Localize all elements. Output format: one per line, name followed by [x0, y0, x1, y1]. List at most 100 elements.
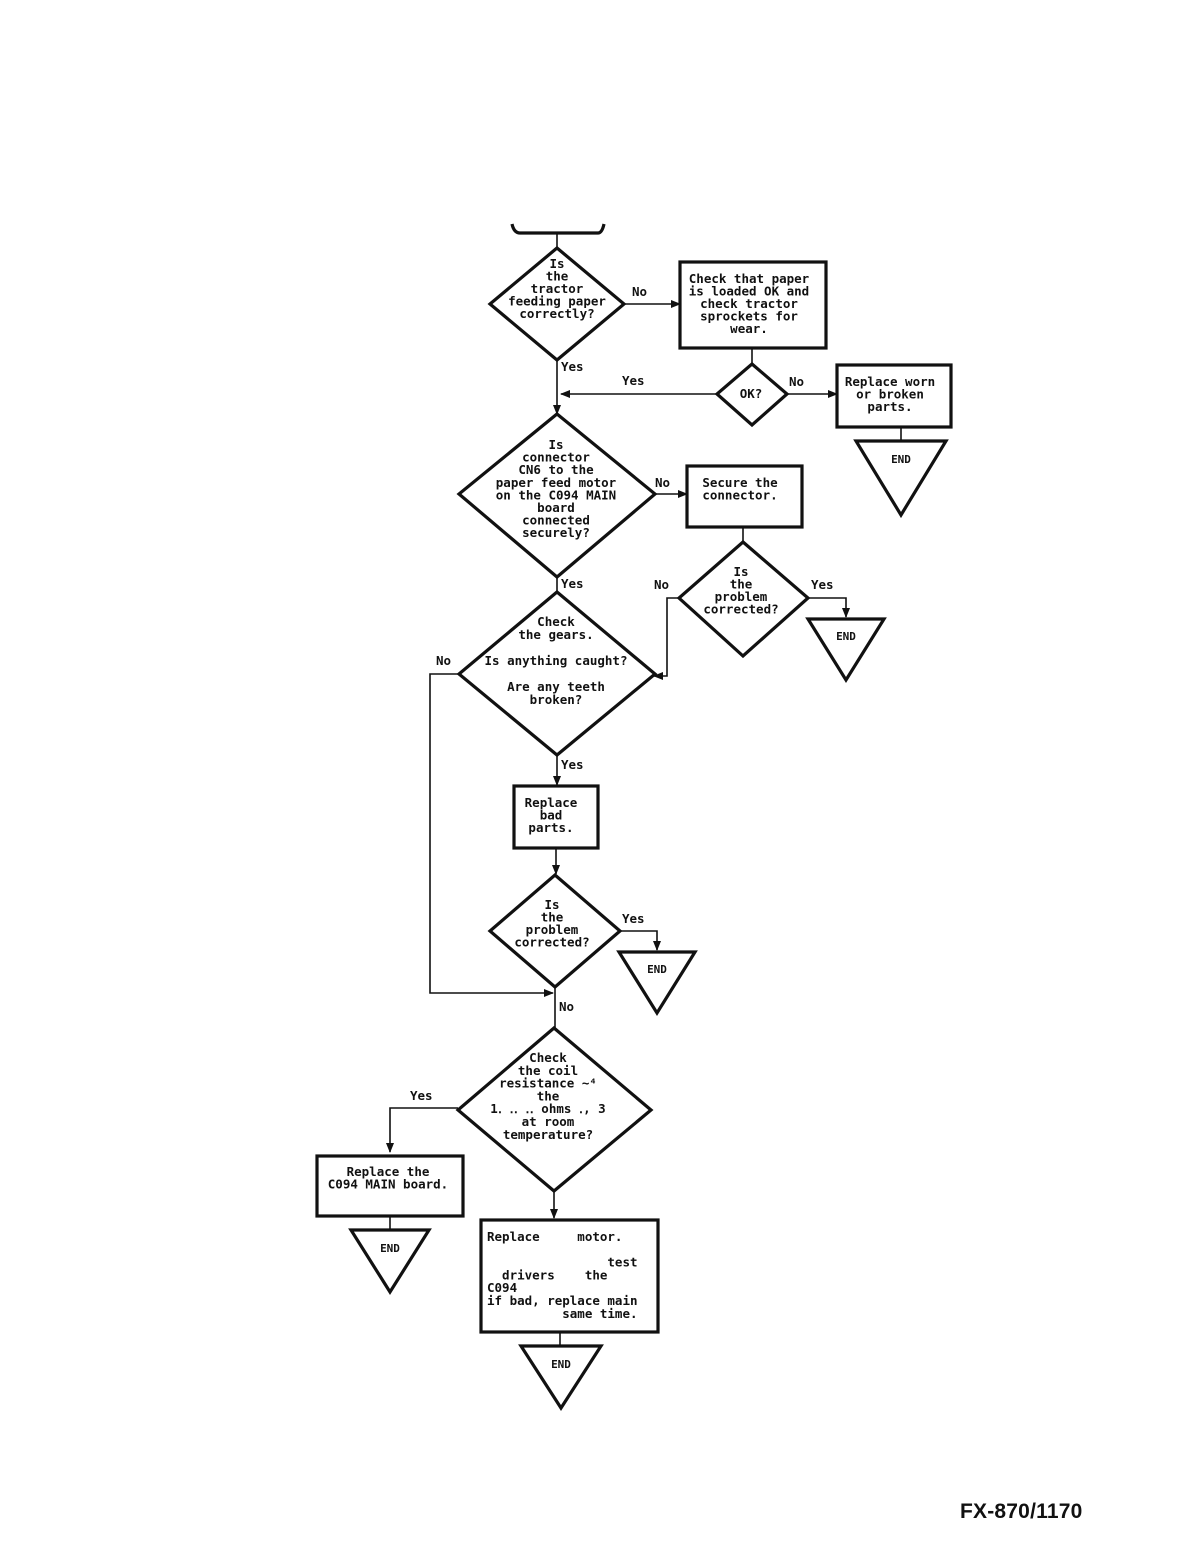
node-text-line: the — [730, 577, 753, 592]
line-coil-yes — [386, 1107, 458, 1153]
node-text-line: Replace motor. — [487, 1229, 622, 1244]
decision-connector — [456, 411, 658, 580]
label-no: No — [559, 999, 574, 1014]
decision-problem-corrected-2 — [487, 872, 623, 990]
node-text-line: Secure the — [702, 475, 778, 490]
label-no: No — [632, 284, 647, 299]
node-text-line: Are any teeth — [507, 679, 605, 694]
node-text-line: correctly? — [519, 306, 594, 321]
end-label: END — [551, 1358, 571, 1371]
node-text-line: connector. — [702, 488, 777, 503]
node-text-line: Is — [544, 897, 559, 912]
node-text-line: test — [487, 1255, 638, 1270]
decision-coil-resistance — [455, 1025, 654, 1194]
label-yes: Yes — [811, 577, 834, 592]
model-footer: FX-870/1170 — [960, 1500, 1083, 1523]
label-yes: Yes — [561, 576, 584, 591]
end-label: END — [836, 630, 856, 643]
node-text-line: problem — [526, 922, 579, 937]
node-text-line: if bad, replace main — [487, 1293, 638, 1308]
decision-problem-corrected-1 — [676, 539, 811, 659]
end-terminator-1: END — [853, 439, 949, 519]
node-text-line: paper feed motor — [496, 475, 617, 490]
node-text-line: same time. — [487, 1306, 638, 1321]
node-text-line: C094 MAIN board. — [328, 1177, 448, 1192]
node-text-line: Check — [537, 614, 575, 629]
end-terminator-3: END — [616, 950, 698, 1017]
node-text-line: parts. — [867, 399, 912, 414]
node-text-line: Replace the — [347, 1164, 430, 1179]
line-gears-no — [429, 673, 554, 997]
node-text-line: tractor — [531, 281, 584, 296]
end-terminator-4: END — [348, 1228, 432, 1296]
node-text-line: Replace — [525, 795, 578, 810]
top-terminator-fragment — [510, 223, 606, 235]
node-text-line: is loaded OK and — [689, 284, 809, 299]
label-no: No — [789, 374, 804, 389]
node-text-line: Check — [529, 1050, 567, 1065]
node-text-line: corrected? — [703, 602, 778, 617]
node-text-line: the — [537, 1088, 560, 1103]
end-terminator-2: END — [805, 617, 887, 684]
node-text-line: or broken — [856, 387, 924, 402]
node-text-line: parts. — [528, 820, 573, 835]
node-text-line: Is — [549, 256, 564, 271]
text-ok: OK? — [740, 386, 763, 401]
label-yes: Yes — [561, 359, 584, 374]
node-text-line: Check that paper — [689, 271, 810, 286]
node-text-line: problem — [715, 589, 768, 604]
decision-ok — [714, 361, 790, 428]
node-text-line: corrected? — [514, 935, 589, 950]
box-replace-bad — [512, 784, 600, 850]
box-check-paper — [678, 260, 828, 350]
node-text-line: sprockets for — [700, 309, 798, 324]
node-text-line: temperature? — [503, 1127, 593, 1142]
node-text-line: the gears. — [518, 627, 593, 642]
node-text-line: Replace worn — [845, 374, 935, 389]
label-no: No — [436, 653, 451, 668]
label-no: No — [655, 475, 670, 490]
end-label: END — [891, 453, 911, 466]
decision-gears — [456, 589, 658, 758]
node-text-line: resistance ~⁴ — [499, 1076, 597, 1091]
label-yes: Yes — [410, 1088, 433, 1103]
node-text-line: drivers the — [487, 1267, 608, 1282]
node-text-line: CN6 to the — [518, 462, 594, 477]
line-q3-no — [653, 597, 679, 680]
node-text-line: Is — [733, 564, 748, 579]
node-text-line: securely? — [522, 525, 590, 540]
node-text-line: the coil — [518, 1063, 578, 1078]
node-text-line: Is anything caught? — [485, 653, 628, 668]
node-text-line: wear. — [730, 321, 768, 336]
node-text-line: on the C094 MAIN — [496, 487, 616, 502]
decision-tractor-feeding — [487, 245, 627, 363]
node-text-line: bad — [540, 808, 563, 823]
node-text-line: connector — [522, 450, 590, 465]
node-text-line: the — [541, 910, 564, 925]
node-text-line: C094 — [487, 1280, 517, 1295]
node-text-line: feeding paper — [508, 294, 606, 309]
node-text-line: 1․ ․․ ․․ ohms ․, 3 — [490, 1101, 605, 1116]
box-replace-main-board — [315, 1154, 465, 1218]
node-text-line: Is — [548, 437, 563, 452]
label-yes: Yes — [622, 373, 645, 388]
box-replace-motor — [479, 1218, 660, 1334]
end-terminator-5: END — [518, 1344, 604, 1411]
node-text-line: check tractor — [700, 296, 798, 311]
node-text-line: connected — [522, 513, 590, 528]
line-q4-yes — [620, 930, 661, 951]
label-yes: Yes — [622, 911, 645, 926]
label-yes: Yes — [561, 757, 584, 772]
